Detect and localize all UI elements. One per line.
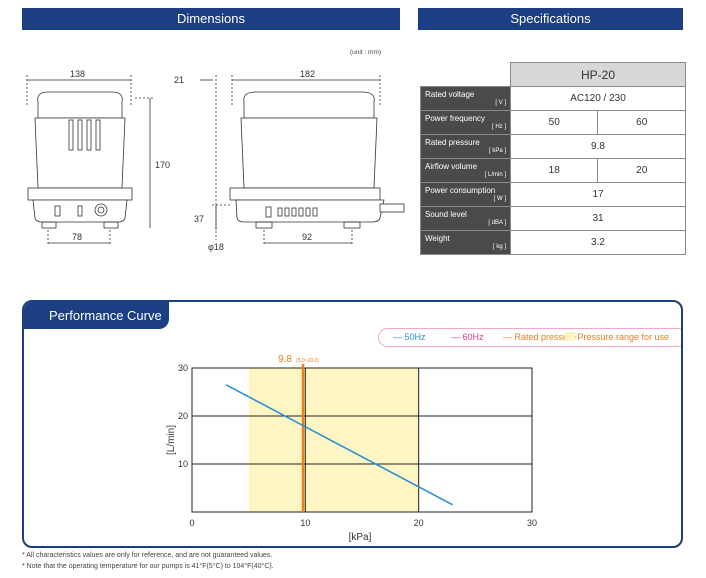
- spec-row: Power consumption[ W ] 17: [420, 182, 686, 207]
- spec-label: Rated pressure: [425, 138, 480, 147]
- spec-unit: [ L/min ]: [484, 172, 506, 178]
- spec-unit: [ W ]: [493, 196, 506, 202]
- legend-60hz: — 60Hz: [451, 332, 484, 342]
- pressure-range-band: [248, 368, 419, 512]
- y-tick-label: 10: [178, 459, 188, 469]
- spec-value: 3.2: [510, 230, 686, 255]
- dim-height: 170: [155, 160, 170, 170]
- performance-chart: 9.8 (5.0~20.0) 0 10 20 30 10 20 30 [kPa] [L/min]: [166, 354, 537, 543]
- spec-label: Power consumption: [425, 186, 496, 195]
- dim-side-base: 92: [302, 232, 312, 242]
- dim-front-base: 78: [72, 232, 82, 242]
- y-tick-label: 30: [178, 363, 188, 373]
- x-tick-label: 20: [414, 518, 424, 528]
- legend-50hz: — 50Hz: [393, 332, 426, 342]
- rated-pressure-range-label: (5.0~20.0): [296, 358, 319, 364]
- rated-pressure-label: 9.8: [278, 354, 292, 365]
- dim-outlet-dia: φ18: [208, 242, 224, 252]
- spec-value: 17: [510, 182, 686, 207]
- spec-value: AC120 / 230: [510, 86, 686, 111]
- spec-table: HP-20 Rated voltage [ V ] AC120 / 230 Pow…: [420, 62, 686, 255]
- series-line-50hz: [225, 384, 454, 506]
- spec-value: 18: [509, 158, 599, 183]
- dimensions-header: Dimensions: [22, 8, 400, 30]
- dimension-drawing: 138 78 170 21 182 37 92 φ18: [26, 69, 405, 252]
- performance-title: Performance Curve: [24, 302, 169, 329]
- spec-unit: [ kg ]: [492, 244, 506, 250]
- spec-label: Weight: [425, 234, 450, 243]
- x-axis-label: [kPa]: [349, 532, 372, 543]
- spec-label: Airflow volume: [425, 162, 478, 171]
- unit-note: (unit : mm): [350, 49, 382, 56]
- y-tick-label: 20: [178, 411, 188, 421]
- dim-side-offset: 21: [174, 75, 184, 85]
- spec-value: 60: [597, 110, 686, 135]
- dim-front-width: 138: [70, 69, 85, 79]
- plot-frame: [191, 367, 533, 513]
- y-axis-label: [L/min]: [166, 425, 177, 455]
- x-tick-label: 30: [527, 518, 537, 528]
- spec-unit: [ dBA ]: [488, 220, 506, 226]
- dim-side-length: 182: [300, 69, 315, 79]
- legend-rated: — Rated pressure: [503, 332, 577, 342]
- spec-unit: [ kPa ]: [488, 148, 506, 154]
- spec-value: 20: [597, 158, 686, 183]
- model-name: HP-20: [510, 62, 686, 87]
- spec-row: Airflow volume [ L/min ] 18 20: [420, 158, 686, 183]
- spec-row: Rated pressure [ kPa ] 9.8: [420, 134, 686, 159]
- performance-panel: Performance Curve — 50Hz — 60Hz — Rated …: [22, 300, 683, 548]
- spec-value: 50: [509, 110, 599, 135]
- footnote: * Note that the operating temperature fo…: [22, 563, 274, 570]
- legend-range: Pressure range for use: [565, 332, 669, 342]
- chart-legend: — 50Hz — 60Hz — Rated pressure Pressure …: [378, 328, 681, 347]
- spec-unit: [ Hz ]: [491, 124, 506, 130]
- specifications-header: Specifications: [418, 8, 683, 30]
- spec-row: Rated voltage [ V ] AC120 / 230: [420, 86, 686, 111]
- spec-row: Weight [ kg ] 3.2: [420, 230, 686, 255]
- spec-unit: [ V ]: [495, 100, 506, 106]
- spec-value: 9.8: [510, 134, 686, 159]
- x-tick-label: 0: [189, 518, 194, 528]
- spec-label: Power frequency: [425, 114, 486, 123]
- spec-row: Sound level [ dBA ] 31: [420, 206, 686, 231]
- x-tick-label: 10: [300, 518, 310, 528]
- spec-label: Rated voltage: [425, 90, 475, 99]
- spec-row: Power frequency [ Hz ] 50 60: [420, 110, 686, 135]
- spec-label: Sound level: [425, 210, 467, 219]
- spec-value: 31: [510, 206, 686, 231]
- dim-outlet-height: 37: [194, 214, 204, 224]
- footnote: * All characteristics values are only fo…: [22, 552, 273, 559]
